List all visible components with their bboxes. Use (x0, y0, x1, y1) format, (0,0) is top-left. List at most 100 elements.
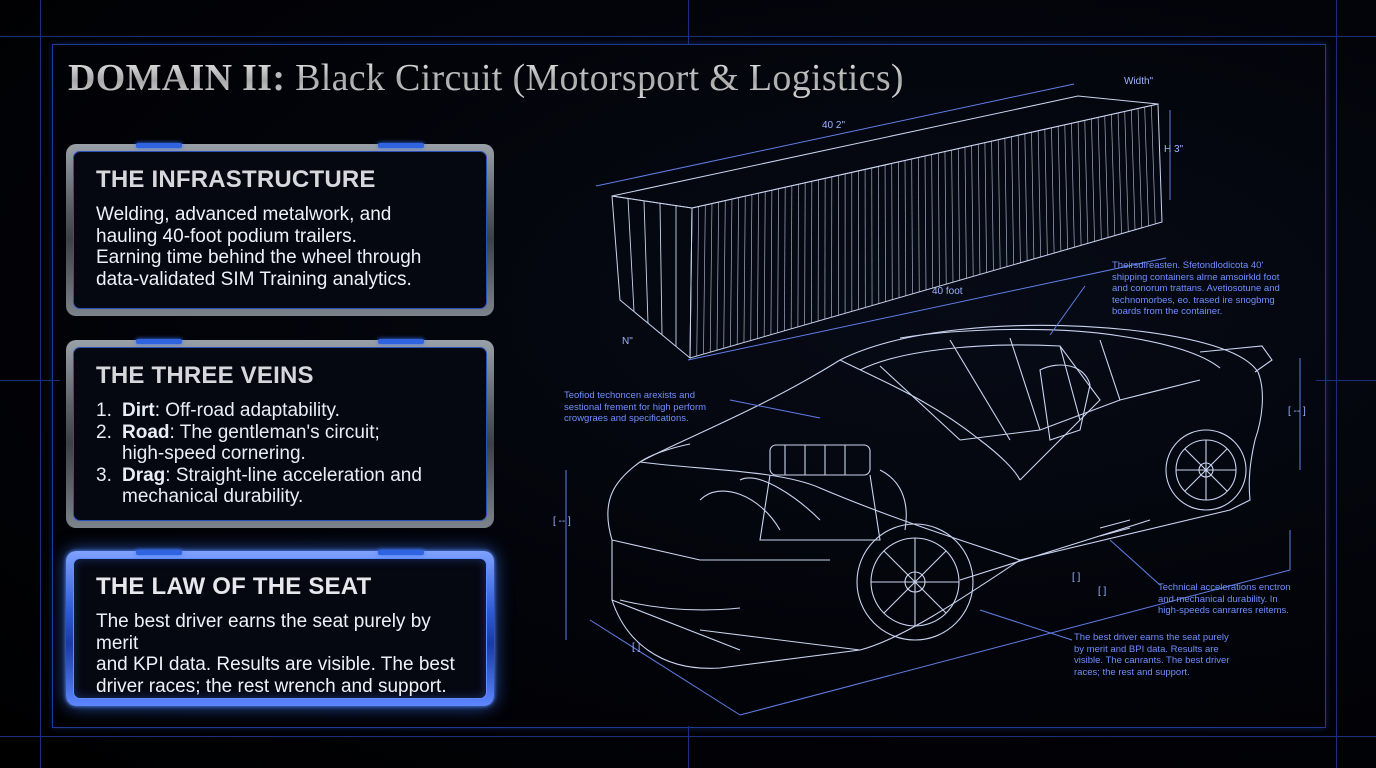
vein-desc-cont: high-speed cornering. (122, 443, 306, 464)
container-rib (1084, 120, 1089, 244)
container-rib (924, 155, 927, 291)
vein-item-road: 2. Road: The gentleman's circuit;high-sp… (96, 422, 462, 465)
container-rib (763, 191, 766, 337)
annotation-line: visible. The canrants. The best driver (1074, 655, 1230, 666)
container-rib (1051, 127, 1055, 254)
annotation-line: and mechanical durability. In (1158, 593, 1278, 605)
container-rib (1004, 138, 1008, 267)
annotation-line: and conorum trattans. Avetiosotune and (1112, 283, 1280, 294)
container-rib (951, 150, 954, 283)
container-rib (1137, 108, 1143, 228)
container-rib (1104, 115, 1109, 238)
seat-line-2: and KPI data. Results are visible. The b… (96, 654, 455, 675)
container-rib (904, 160, 907, 296)
infrastructure-line-1: Welding, advanced metalwork, and (96, 204, 392, 225)
dim-bracket-3: [ ] (632, 642, 641, 653)
grid-line-bottom-v (688, 726, 689, 768)
blueprint-frame (52, 44, 1326, 728)
annotation-line: by merit and BPI data. Results are (1074, 643, 1219, 655)
dim-length-top-label: 40 2" (822, 120, 846, 131)
infrastructure-line-2: hauling 40-foot podium trailers. (96, 225, 357, 247)
vein-number: 2. (96, 421, 112, 443)
container-rib (971, 145, 974, 277)
container-rib (736, 197, 739, 345)
infrastructure-heading: THE INFRASTRUCTURE (96, 166, 376, 193)
container-rib (797, 184, 799, 327)
dim-bracket-right: [ -- ] (1288, 406, 1306, 417)
container-rib (1011, 136, 1015, 265)
container-rib (1071, 123, 1075, 248)
container-rib (1150, 105, 1156, 224)
infrastructure-panel-body: THE INFRASTRUCTURE Welding, advanced met… (73, 151, 487, 309)
vein-desc-cont: mechanical durability. (122, 486, 304, 507)
seat-line-3: driver races; the rest wrench and suppor… (96, 675, 447, 697)
grid-line-left (40, 0, 41, 768)
dim-bracket-2: [ ] (1098, 586, 1107, 597)
annotation-line: Technical accelerations enctron (1158, 582, 1291, 593)
annotation-line: The best driver earns the seat purely (1074, 632, 1229, 643)
annotation-line: technomorbes, eo. trased ire snogbmg (1112, 294, 1275, 306)
container-rib (1091, 118, 1095, 242)
container-rib (1044, 129, 1048, 256)
vein-desc: : Straight-line acceleration and (165, 464, 422, 486)
container-rib (743, 196, 746, 343)
container-rib (944, 151, 947, 285)
vein-number: 1. (96, 400, 112, 421)
container-rib (984, 142, 988, 273)
dim-bracket-left: [ -- ] (553, 516, 571, 527)
infrastructure-line-3: Earning time behind the wheel through (96, 247, 422, 268)
container-door-bar (643, 200, 649, 324)
annotation-line: races; the rest and support. (1074, 666, 1190, 678)
container-rib (977, 144, 981, 275)
container-rib (703, 205, 706, 355)
container-rib (898, 161, 900, 298)
grid-line-mid-right (1316, 380, 1376, 381)
seat-annotation: The best driver earns the seat purely by… (1074, 632, 1229, 678)
dim-length-label: 40 foot (932, 286, 963, 297)
container-rib (730, 199, 733, 347)
dim-width-label: Width" (1124, 76, 1154, 87)
seat-line-1: The best driver earns the seat purely by… (96, 611, 431, 654)
container-rib (716, 202, 719, 351)
annotation-line: crowgraes and specifications. (564, 413, 689, 424)
container-rib (964, 147, 967, 279)
vein-number: 3. (96, 464, 112, 486)
technical-annotation: Technical accelerations enctron and mech… (1158, 582, 1291, 617)
container-end-face (611, 195, 693, 360)
container-rib (931, 154, 934, 289)
container-rib (1077, 121, 1082, 246)
container-rib (1131, 109, 1136, 230)
race-car-illustration (607, 324, 1273, 669)
container-door-bar (627, 198, 635, 312)
veins-list: 1. Dirt: Off-road adaptability. 2. Road:… (96, 400, 462, 508)
grid-line-top-v (688, 0, 689, 44)
container-rib (757, 193, 759, 339)
container-rib (957, 148, 961, 281)
grid-line-right (1336, 0, 1337, 768)
vein-term: Drag (122, 464, 166, 486)
container-rib (1057, 126, 1062, 252)
vein-term: Road (122, 421, 170, 443)
law-of-seat-text: The best driver earns the seat purely by… (96, 611, 462, 697)
container-rib (1037, 130, 1041, 257)
container-rib (709, 203, 713, 353)
annotation-line: Theirsdireasten. Sfetondlodicota 40' (1112, 260, 1264, 271)
container-rib (1024, 133, 1028, 261)
law-of-seat-heading: THE LAW OF THE SEAT (96, 573, 372, 600)
law-of-seat-panel: THE LAW OF THE SEAT The best driver earn… (66, 550, 494, 706)
annotation-line: Teofiod techoncen arexists and (564, 390, 695, 401)
container-rib (1031, 132, 1035, 259)
vein-desc: : The gentleman's circuit; (169, 421, 380, 443)
annotation-line: boards from the container. (1112, 306, 1223, 317)
container-rib (917, 157, 920, 292)
vein-item-dirt: 1. Dirt: Off-road adaptability. (96, 400, 462, 422)
container-rib (891, 163, 893, 300)
dim-bracket-1: [ ] (1072, 572, 1081, 583)
grid-line-mid (0, 380, 60, 381)
container-rib (1017, 135, 1021, 263)
container-rib (911, 158, 913, 294)
container-rib (777, 188, 779, 333)
vein-desc: : Off-road adaptability. (154, 400, 340, 421)
infrastructure-panel: THE INFRASTRUCTURE Welding, advanced met… (66, 143, 494, 316)
